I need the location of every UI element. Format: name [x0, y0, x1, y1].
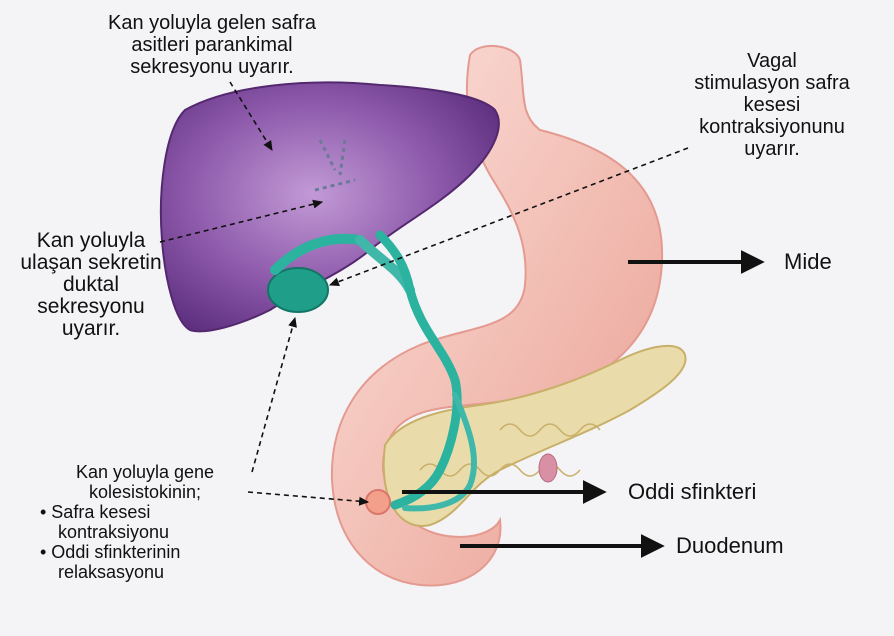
- oddi-sphincter-marker: [366, 490, 390, 514]
- label-mide: Mide: [784, 251, 832, 273]
- label-bile-acids: Kan yoluyla gelen safra asitleri paranki…: [62, 12, 362, 78]
- label-secretin: Kan yoluyla ulaşan sekretin duktal sekre…: [2, 230, 180, 340]
- label-cholecystokinin: Kan yoluyla gene kolesistokinin; • Safra…: [40, 462, 250, 582]
- label-duodenum: Duodenum: [676, 535, 784, 557]
- label-oddi: Oddi sfinkteri: [628, 481, 756, 503]
- liver: [161, 82, 499, 331]
- label-vagal: Vagal stimulasyon safra kesesi kontraksi…: [672, 50, 872, 160]
